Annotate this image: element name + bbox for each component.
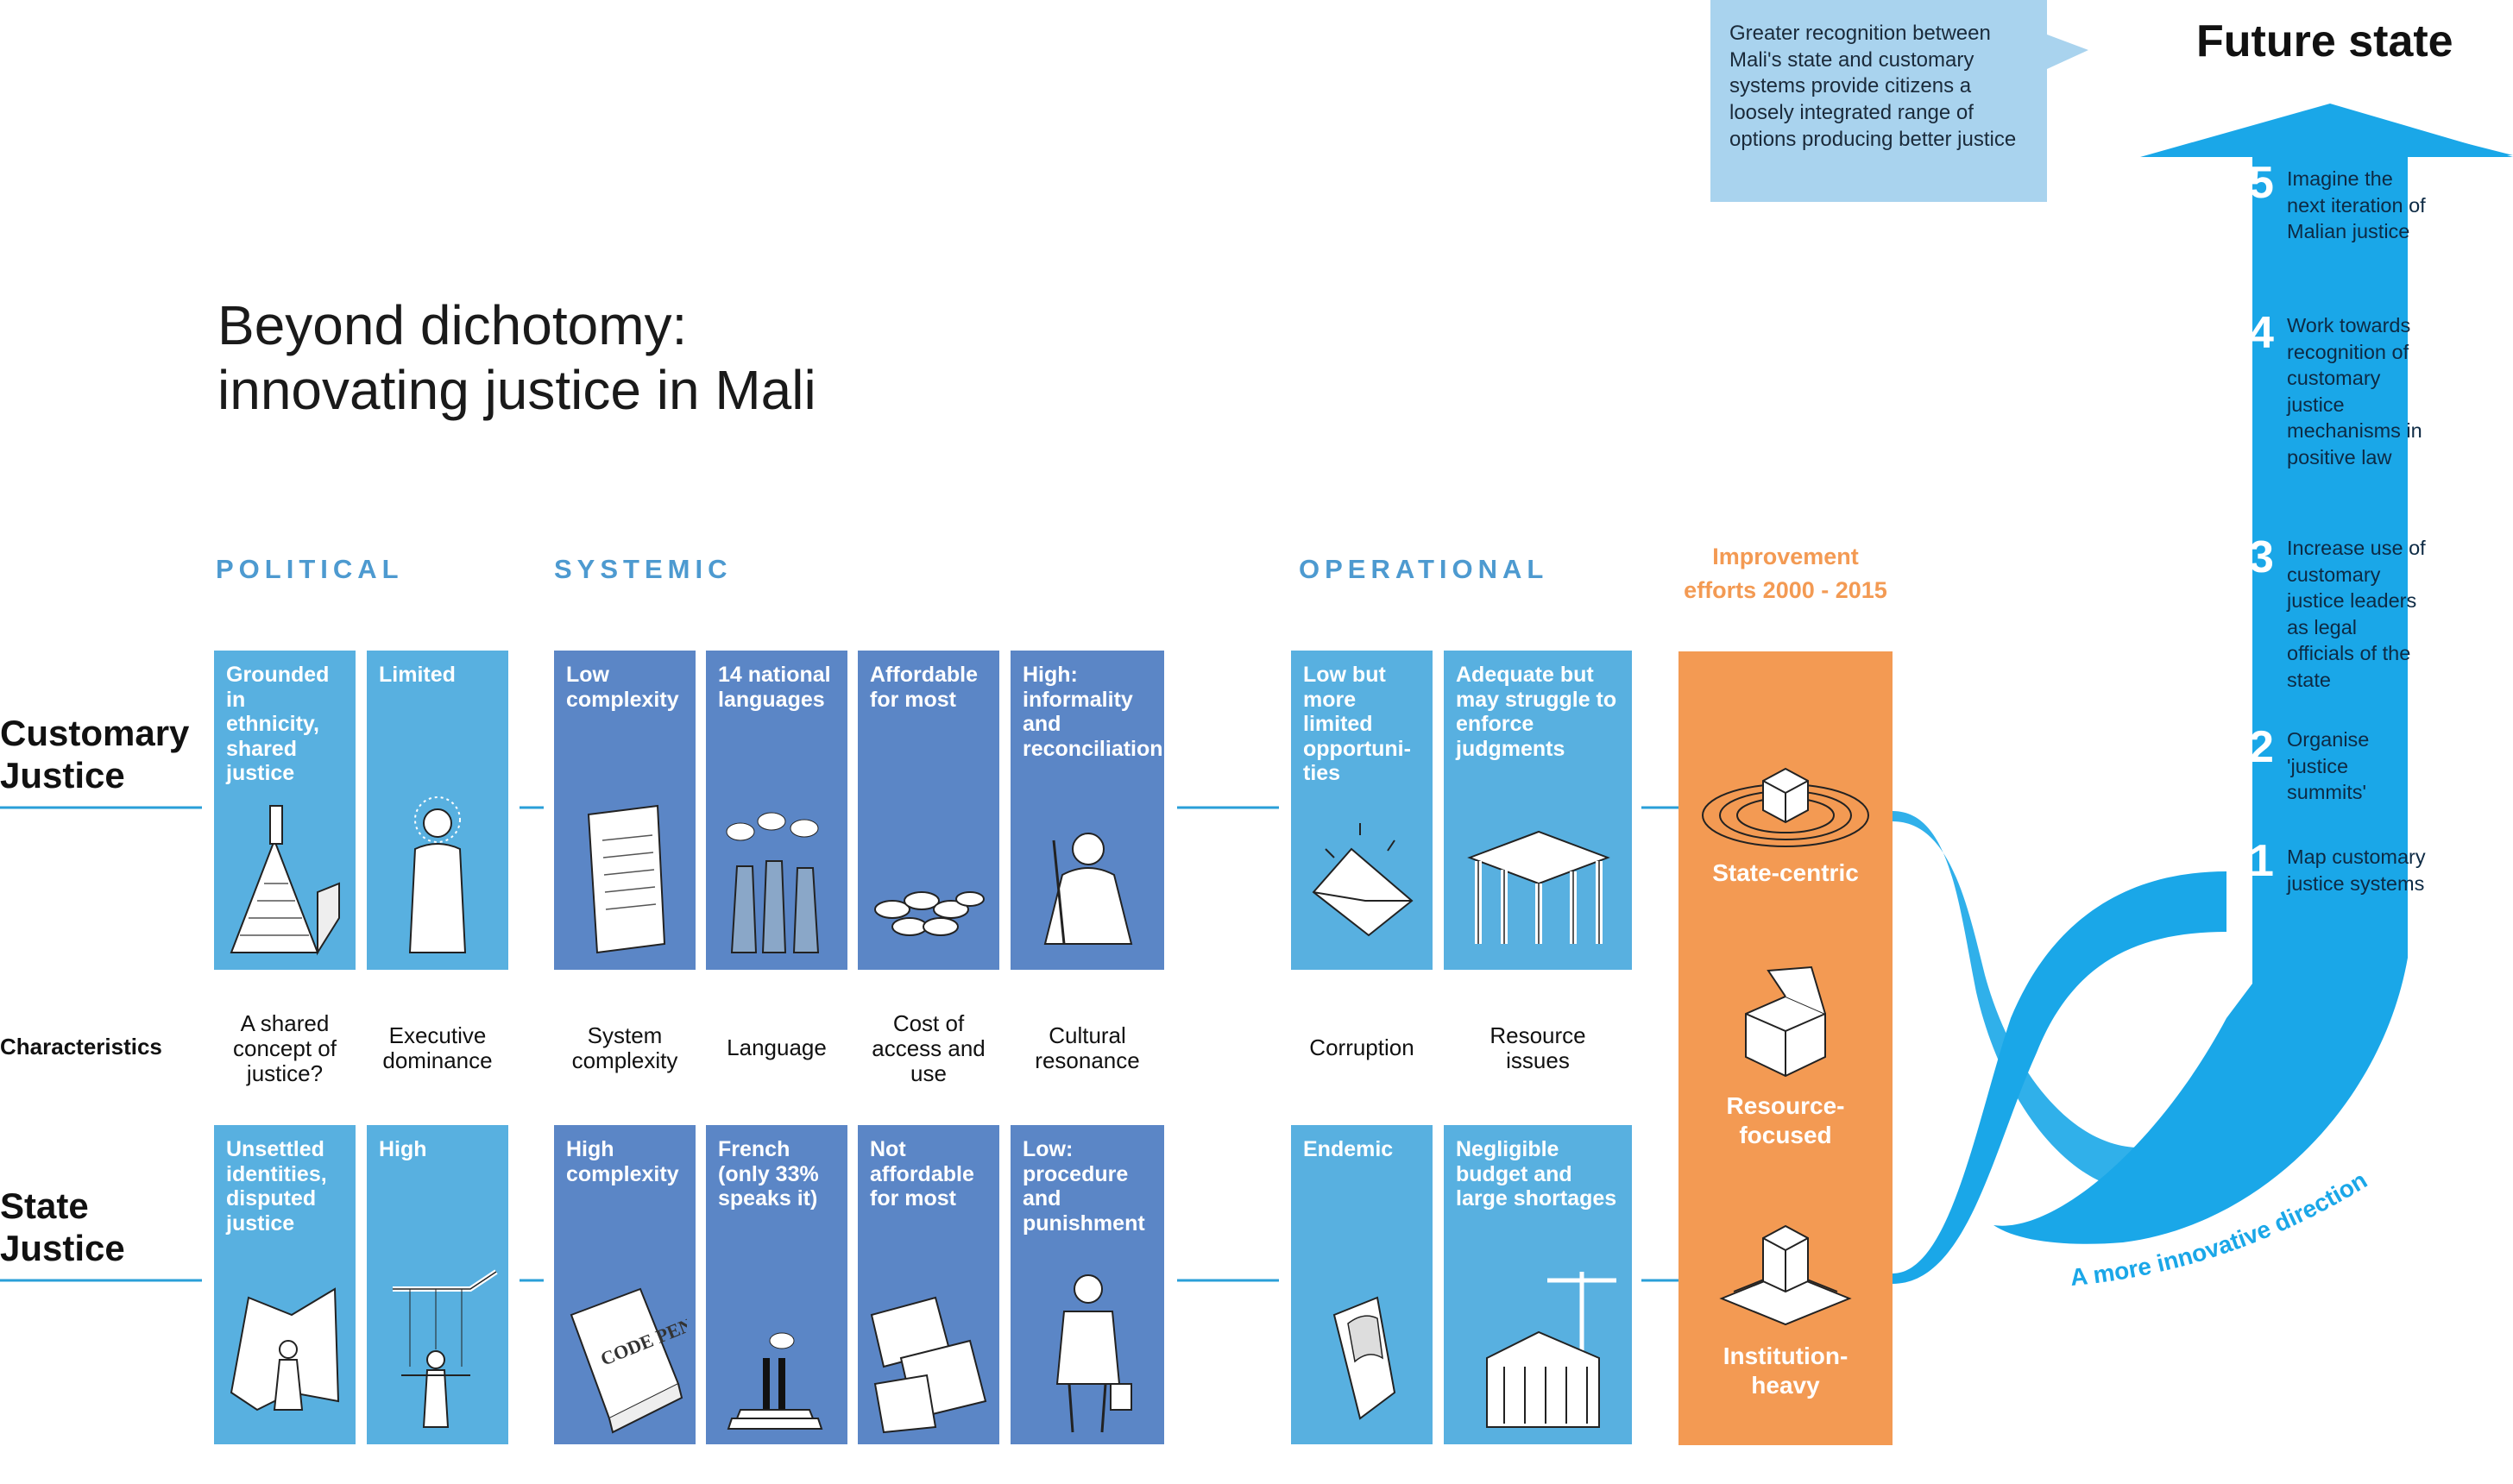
customary-card-systemic-4: High: informality and reconciliation (1011, 651, 1164, 970)
state-card-systemic-3: Not affordable for most (858, 1125, 999, 1444)
characteristic-resource-issues: Resource issues (1490, 1022, 1586, 1074)
state-card-political-1: Unsettled identities, disputed justice (214, 1125, 356, 1444)
notepad-icon (587, 804, 666, 954)
step-3-number: 3 (2249, 532, 2274, 582)
section-improvement: Improvement efforts 2000 - 2015 (1678, 540, 1893, 607)
card-text: Endemic (1303, 1137, 1394, 1161)
card-text: High complexity (566, 1137, 679, 1186)
row-label-customary: Customary Justice (0, 713, 189, 796)
row-label-state: State Justice (0, 1185, 125, 1269)
card-text: Adequate but may struggle to enforce jud… (1456, 663, 1617, 761)
label-state-centric: State-centric (1712, 859, 1859, 886)
state-card-operational-2: Negligible budget and large shortages (1444, 1125, 1632, 1444)
card-text: Negligible budget and large shortages (1456, 1137, 1617, 1210)
open-box-icon (1745, 965, 1826, 1078)
label-institution-heavy: Institution- heavy (1678, 1342, 1893, 1399)
card-text: Unsettled identities, disputed justice (226, 1137, 327, 1236)
state-card-operational-1: Endemic (1291, 1125, 1433, 1444)
official-figure-icon (1055, 1274, 1132, 1433)
step-4-text: Work towards recognition of customary ju… (2287, 314, 2422, 468)
speaking-people-icon (726, 812, 820, 953)
target-cube-icon (1702, 767, 1869, 847)
improvement-line-2: efforts 2000 - 2015 (1684, 577, 1887, 604)
card-text: High (379, 1137, 427, 1161)
card-text: Low but more limited opportuni- ties (1303, 663, 1411, 785)
card-text: Limited (379, 663, 456, 687)
card-text: High: informality and reconciliation (1023, 663, 1163, 761)
shelter-icon (1467, 830, 1610, 944)
step-1-text: Map customary justice systems (2287, 846, 2426, 895)
row-label-customary-line-2: Justice (0, 754, 125, 795)
card-text: 14 national languages (718, 663, 831, 712)
card-text: Grounded in ethnicity, shared justice (226, 663, 330, 785)
characteristic-shared-concept: A shared concept of justice? (233, 1010, 337, 1087)
customary-card-operational-2: Adequate but may struggle to enforce jud… (1444, 651, 1632, 970)
broken-map-icon (230, 1287, 340, 1412)
customary-card-political-1: Grounded in ethnicity, shared justice (214, 651, 356, 970)
title-line-2: innovating justice in Mali (217, 358, 816, 421)
customary-card-systemic-2: 14 national languages (706, 651, 847, 970)
step-1-number: 1 (2249, 836, 2274, 886)
customary-card-systemic-1: Low complexity (554, 651, 696, 970)
customary-card-systemic-3: Affordable for most (858, 651, 999, 970)
pyramid-building-icon (230, 805, 340, 956)
step-3-text: Increase use of customary justice leader… (2287, 537, 2426, 691)
institution-line-1: Institution- (1723, 1343, 1849, 1369)
envelope-icon (1312, 823, 1414, 937)
banknotes-icon (870, 1296, 987, 1434)
future-state-title: Future state (2196, 16, 2453, 66)
customary-card-political-2: Limited (367, 651, 508, 970)
characteristic-cost: Cost of access and use (872, 1010, 986, 1087)
section-systemic: SYSTEMIC (554, 554, 733, 584)
section-political: POLITICAL (216, 554, 404, 584)
row-label-characteristics: Characteristics (0, 1034, 162, 1060)
step-2-text: Organise 'justice summits' (2287, 728, 2370, 804)
label-resource-focused: Resource- focused (1678, 1091, 1893, 1149)
characteristic-system-complexity: System complexity (571, 1022, 678, 1074)
puppet-icon (393, 1269, 498, 1428)
card-text: Not affordable for most (870, 1137, 974, 1210)
step-4-number: 4 (2249, 308, 2274, 358)
characteristic-cultural-resonance: Cultural resonance (1035, 1022, 1140, 1074)
institution-building-icon (1719, 1224, 1852, 1326)
state-card-political-2: High (367, 1125, 508, 1444)
callout-pointer (2047, 35, 2088, 69)
podium-speakers-icon (727, 1332, 823, 1430)
resource-line-2: focused (1739, 1121, 1832, 1148)
seated-elder-icon (1043, 833, 1133, 945)
row-label-state-line-2: Justice (0, 1227, 125, 1268)
crane-courthouse-icon (1486, 1272, 1616, 1428)
cash-envelope-icon (1332, 1296, 1396, 1420)
coins-icon (874, 891, 985, 936)
code-penal-book-icon: CODE PENAL (570, 1287, 687, 1434)
page-title: Beyond dichotomy: innovating justice in … (217, 293, 816, 423)
characteristic-language: Language (727, 1034, 827, 1060)
state-card-systemic-2: French (only 33% speaks it) (706, 1125, 847, 1444)
characteristic-corruption: Corruption (1309, 1034, 1414, 1060)
improvement-line-1: Improvement (1712, 544, 1859, 569)
title-line-1: Beyond dichotomy: (217, 294, 688, 356)
card-text: French (only 33% speaks it) (718, 1137, 819, 1210)
step-5-text: Imagine the next iteration of Malian jus… (2287, 167, 2426, 243)
customary-card-operational-1: Low but more limited opportuni- ties (1291, 651, 1433, 970)
row-label-state-line-1: State (0, 1185, 89, 1226)
section-operational: OPERATIONAL (1299, 554, 1549, 584)
step-2-number: 2 (2249, 722, 2274, 772)
institution-line-2: heavy (1751, 1371, 1820, 1399)
state-card-systemic-1: High complexity CODE PENAL (554, 1125, 696, 1444)
improvement-column: State-centric Resource- focused Institut… (1678, 651, 1893, 1445)
future-direction-arrow (1893, 104, 2513, 1284)
card-text: Low: procedure and punishment (1023, 1137, 1145, 1236)
card-text: Affordable for most (870, 663, 978, 712)
state-card-systemic-4: Low: procedure and punishment (1011, 1125, 1164, 1444)
card-text: Low complexity (566, 663, 679, 712)
step-5-number: 5 (2249, 158, 2274, 208)
row-label-customary-line-1: Customary (0, 713, 190, 753)
characteristic-executive-dominance: Executive dominance (382, 1022, 493, 1074)
future-callout: Greater recognition between Mali's state… (1710, 0, 2047, 202)
resource-line-1: Resource- (1726, 1092, 1845, 1119)
leader-figure-icon (408, 796, 467, 953)
